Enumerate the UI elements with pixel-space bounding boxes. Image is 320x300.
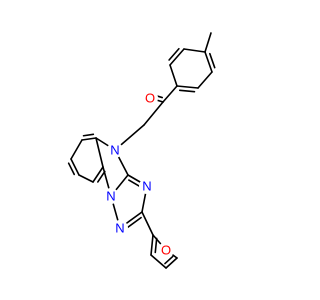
bond-t3-t4-double <box>178 89 196 93</box>
triazole-n-a-bg <box>139 178 155 194</box>
bond-t5-t6 <box>169 48 185 66</box>
bond-b3-b4 <box>78 174 94 183</box>
bond-f1-f2-double <box>154 237 158 254</box>
bond-t4-cc <box>162 85 178 103</box>
molecule-structure: O N N N N O <box>67 32 216 269</box>
bond-me-t1 <box>204 32 212 53</box>
furan-oxygen-label: O <box>161 243 171 258</box>
bond-f3-f4 <box>165 257 178 269</box>
bond-b4-c9a <box>92 166 104 183</box>
bond-c4a-b1-double <box>82 133 95 137</box>
n4-label: N <box>110 143 119 158</box>
bond-n1-c2-double <box>124 216 142 230</box>
bond-c9a-c4a <box>95 137 104 168</box>
bond-cc-ch2 <box>143 101 164 126</box>
bond-f2-f3 <box>150 254 167 269</box>
bond-f3-f4-double <box>164 255 174 265</box>
bond-b2-b3-double <box>67 162 76 176</box>
n4-bg <box>107 142 123 158</box>
triazole-n-c-label: N <box>115 221 124 236</box>
carbonyl-oxygen-label: O <box>145 91 155 106</box>
bond-c4a-b1 <box>81 137 97 141</box>
bond-t2-t3 <box>197 71 213 89</box>
atom-label-layer: O N N N N O <box>103 90 174 258</box>
bond-t5-t6-double <box>168 47 180 61</box>
bond-f1-f2 <box>150 234 154 256</box>
bond-t4-t5 <box>169 64 178 87</box>
bond-t1-t2-double <box>209 52 216 69</box>
triazole-n-a-label: N <box>142 179 151 194</box>
triazole-n-c-bg <box>112 220 128 236</box>
carbonyl-oxygen-bg <box>142 90 158 106</box>
furan-oxygen-bg <box>158 242 174 258</box>
bond-b4-c9a-double <box>97 170 106 183</box>
bond-t6-t1 <box>183 48 206 53</box>
bond-c2-f1 <box>141 211 154 236</box>
triazole-n-b-label: N <box>106 189 115 204</box>
bond-b2-b3 <box>70 158 80 176</box>
bond-layer <box>67 32 216 269</box>
bond-t3-t4 <box>176 85 199 89</box>
bond-b1-b2 <box>70 139 83 160</box>
bond-t1-t2 <box>204 51 213 73</box>
triazole-n-b-bg <box>103 188 119 204</box>
